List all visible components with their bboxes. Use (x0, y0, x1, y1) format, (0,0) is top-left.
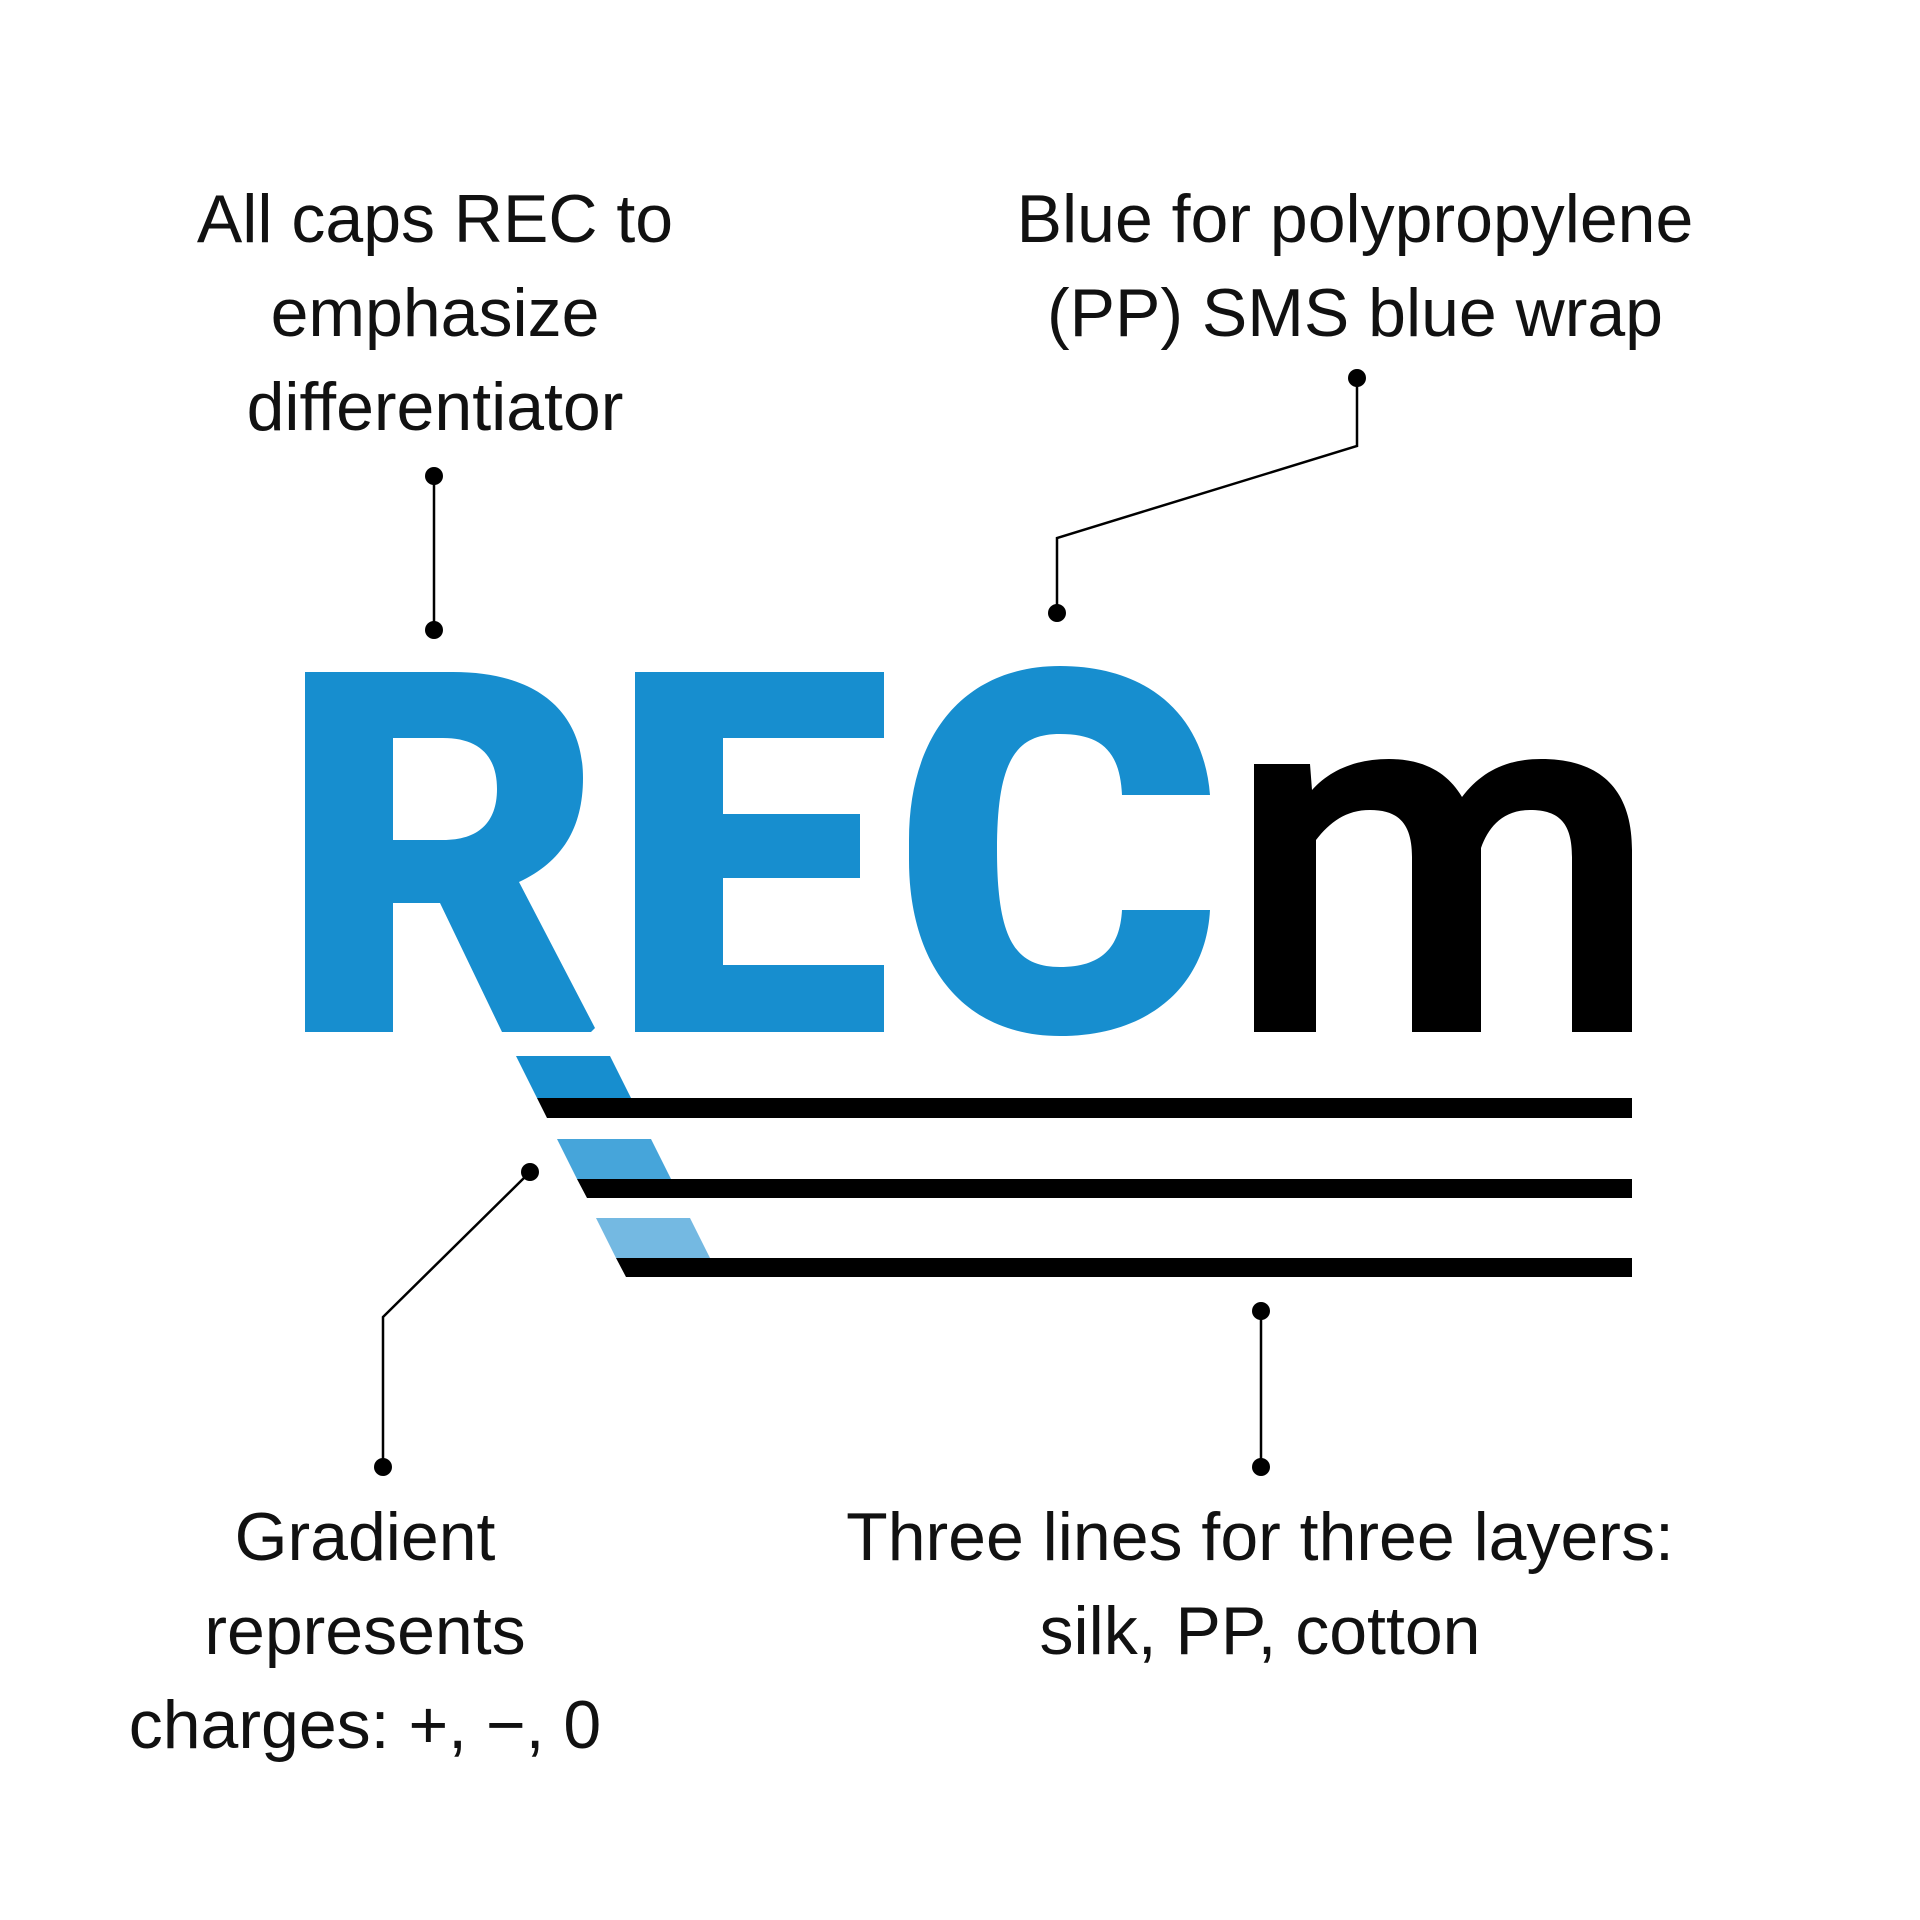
layer-line-silk (537, 1098, 1632, 1118)
callout-caps: All caps REC to emphasize differentiator (197, 181, 673, 445)
layer-line-cotton (616, 1258, 1632, 1277)
gradient-bar-positive (516, 1056, 631, 1098)
leader-blue (1048, 369, 1366, 622)
callout-blue: Blue for polypropylene (PP) SMS blue wra… (1017, 181, 1694, 351)
gradient-bar-neutral (596, 1218, 710, 1258)
callout-blue-line-2: (PP) SMS blue wrap (1047, 275, 1663, 351)
callout-gradient-line-3: charges: +, −, 0 (129, 1687, 602, 1763)
layer-line-pp (577, 1179, 1632, 1198)
leader-dot (1348, 369, 1366, 387)
callout-gradient-line-2: represents (204, 1593, 525, 1669)
callout-caps-line-2: emphasize (271, 275, 600, 351)
leader-three-lines (1252, 1302, 1270, 1476)
leader-line (381, 1171, 531, 1467)
leader-line (1055, 378, 1359, 613)
callout-caps-line-3: differentiator (247, 369, 624, 445)
leader-dot (425, 621, 443, 639)
callout-caps-line-1: All caps REC to (197, 181, 673, 257)
callout-gradient: Gradient represents charges: +, −, 0 (129, 1499, 602, 1763)
leader-dot (1048, 604, 1066, 622)
callout-three-lines-line-1: Three lines for three layers: (846, 1499, 1674, 1575)
callout-three-lines-line-2: silk, PP, cotton (1040, 1593, 1481, 1669)
logo-letter-m (1254, 759, 1632, 1032)
logo-letter-r (305, 672, 595, 1032)
leader-dot (425, 467, 443, 485)
callout-gradient-line-1: Gradient (235, 1499, 496, 1575)
logo-letter-e (635, 672, 884, 1032)
leader-dot (521, 1163, 539, 1181)
leader-dot (1252, 1302, 1270, 1320)
leader-dot (374, 1458, 392, 1476)
gradient-bar-negative (557, 1139, 671, 1179)
leader-gradient (374, 1163, 539, 1476)
callout-blue-line-1: Blue for polypropylene (1017, 181, 1694, 257)
recm-logo (305, 666, 1632, 1277)
leader-caps (425, 467, 443, 639)
leader-dot (1252, 1458, 1270, 1476)
callout-three-lines: Three lines for three layers: silk, PP, … (846, 1499, 1674, 1669)
logo-letter-c (909, 666, 1210, 1036)
